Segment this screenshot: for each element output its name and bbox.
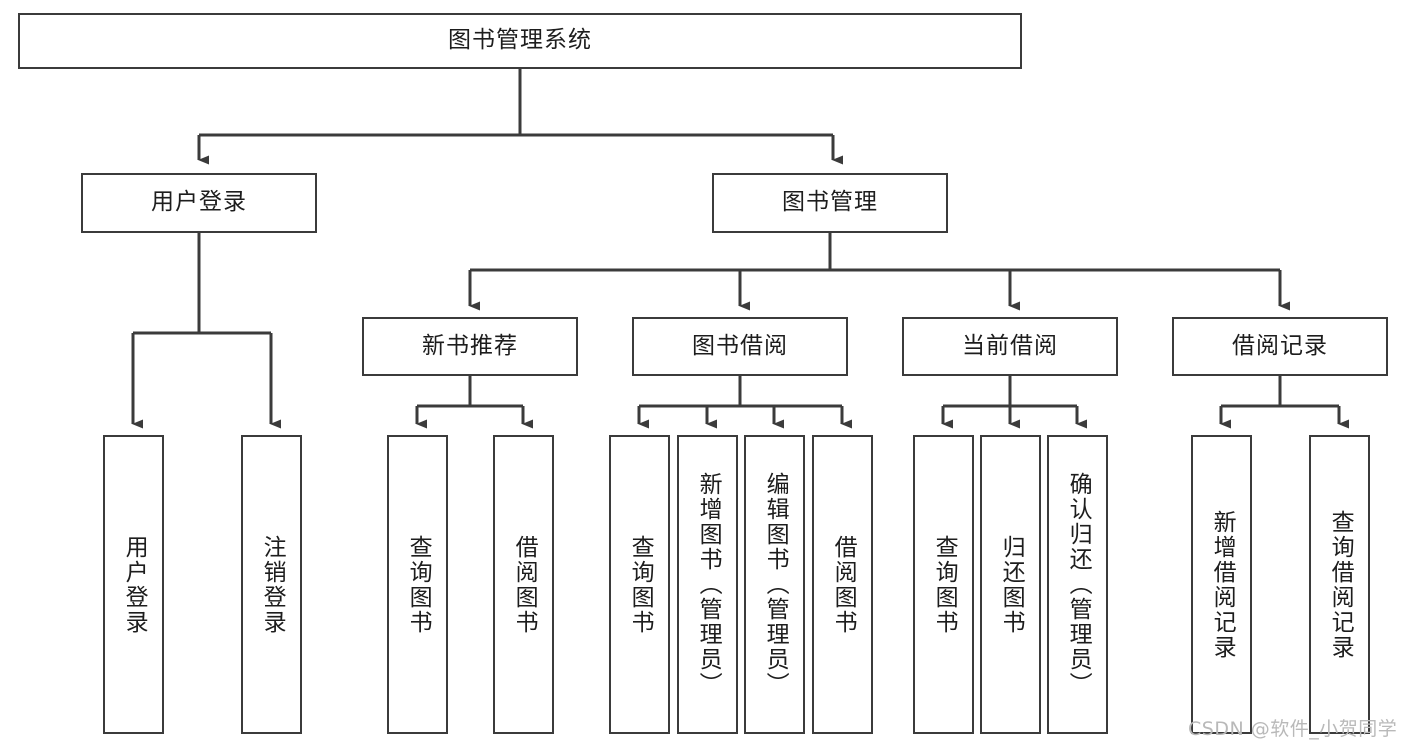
node-borrow-record[interactable]: 借阅记录 — [1172, 317, 1388, 376]
node-label: 图书借阅 — [692, 332, 788, 359]
node-label: 查询图书 — [405, 534, 432, 635]
node-current-borrow[interactable]: 当前借阅 — [902, 317, 1118, 376]
leaf-return-book[interactable]: 归还图书 — [980, 435, 1041, 734]
csdn-watermark: CSDN @软件_小贺同学 — [1188, 718, 1398, 740]
node-label: 确认归还（管理员） — [1065, 472, 1092, 697]
node-label: 图书管理系统 — [448, 27, 592, 54]
node-label: 图书管理 — [782, 189, 878, 216]
node-book-borrow[interactable]: 图书借阅 — [632, 317, 848, 376]
leaf-query-book-recommend[interactable]: 查询图书 — [387, 435, 448, 734]
node-label: 编辑图书（管理员） — [762, 472, 789, 697]
node-label: 用户登录 — [151, 189, 247, 216]
leaf-borrow-book-recommend[interactable]: 借阅图书 — [493, 435, 554, 734]
leaf-query-borrow-record[interactable]: 查询借阅记录 — [1309, 435, 1370, 734]
leaf-query-book-current[interactable]: 查询图书 — [913, 435, 974, 734]
leaf-logout-login[interactable]: 注销登录 — [241, 435, 302, 734]
leaf-query-book-borrow[interactable]: 查询图书 — [609, 435, 670, 734]
node-label: 新增借阅记录 — [1209, 509, 1236, 660]
node-label: 新书推荐 — [422, 332, 518, 359]
node-new-book-recommend[interactable]: 新书推荐 — [362, 317, 578, 376]
node-label: 查询图书 — [931, 534, 958, 635]
node-label: 查询图书 — [627, 534, 654, 635]
leaf-edit-book-admin[interactable]: 编辑图书（管理员） — [744, 435, 805, 734]
leaf-add-book-admin[interactable]: 新增图书（管理员） — [677, 435, 738, 734]
leaf-confirm-return-admin[interactable]: 确认归还（管理员） — [1047, 435, 1108, 734]
node-book-manage[interactable]: 图书管理 — [712, 173, 948, 233]
node-label: 当前借阅 — [962, 332, 1058, 359]
node-label: 注销登录 — [259, 534, 286, 635]
leaf-borrow-book[interactable]: 借阅图书 — [812, 435, 873, 734]
node-root-system[interactable]: 图书管理系统 — [18, 13, 1022, 69]
node-label: 用户登录 — [121, 534, 148, 635]
node-user-login[interactable]: 用户登录 — [81, 173, 317, 233]
leaf-user-login[interactable]: 用户登录 — [103, 435, 164, 734]
node-label: 归还图书 — [998, 534, 1025, 635]
node-label: 查询借阅记录 — [1327, 509, 1354, 660]
node-label: 新增图书（管理员） — [695, 472, 722, 697]
leaf-add-borrow-record[interactable]: 新增借阅记录 — [1191, 435, 1252, 734]
node-label: 借阅记录 — [1232, 332, 1328, 359]
node-label: 借阅图书 — [511, 534, 538, 635]
node-label: 借阅图书 — [830, 534, 857, 635]
